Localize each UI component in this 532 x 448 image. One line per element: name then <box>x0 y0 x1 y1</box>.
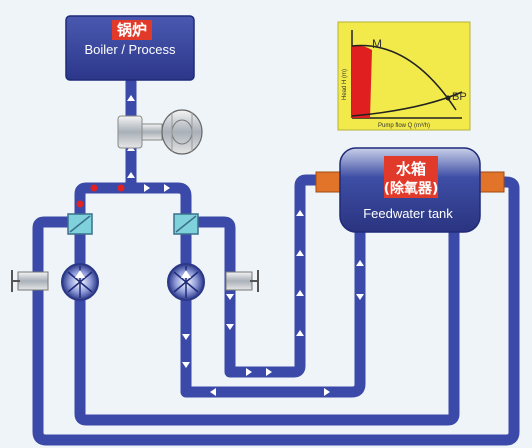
flow-arrow <box>296 250 304 256</box>
tank-flange-right <box>479 171 505 193</box>
pipe-inner-return <box>194 174 328 378</box>
sensor-dots <box>76 184 125 208</box>
boiler-title-en: Boiler / Process <box>84 42 176 57</box>
heat-exchanger-icon <box>173 213 199 235</box>
system-curve <box>351 91 463 117</box>
tank-subtitle-cn: (除氧器) <box>384 180 439 197</box>
head-curve <box>351 44 457 111</box>
flow-arrow <box>226 324 234 330</box>
y-axis-label: Head H (m) <box>342 69 348 100</box>
pump-icon <box>167 263 205 301</box>
flow-arrow <box>182 334 190 340</box>
flow-arrow <box>356 260 364 266</box>
pipe-outer-left <box>32 176 520 446</box>
bep-point <box>445 95 451 101</box>
feedwater-tank: 水箱 (除氧器) Feedwater tank <box>315 147 505 233</box>
flow-arrow <box>296 290 304 296</box>
pipe-top-header <box>74 182 192 228</box>
x-axis-label: Pump flow Q (m³/h) <box>378 123 430 129</box>
flow-arrows <box>127 95 364 396</box>
boiler-title-cn: 锅炉 <box>117 21 147 39</box>
flow-arrow <box>296 210 304 216</box>
sensor-dot <box>90 184 98 192</box>
pipe-left-bottom-loop <box>74 224 460 426</box>
valve-icon <box>11 270 49 292</box>
sensor-dot <box>117 184 125 192</box>
curve-red-region <box>352 45 372 118</box>
pump-curve-chart: M BP Head H (m) Pump flow Q (m³/h) <box>337 21 471 131</box>
pipe-mid-pump-line <box>180 206 366 398</box>
flow-arrow <box>127 172 135 178</box>
valve-icon <box>225 270 259 292</box>
flow-arrow <box>164 184 170 192</box>
pipe-network <box>32 76 520 446</box>
flow-arrow <box>182 362 190 368</box>
tank-title-en: Feedwater tank <box>363 206 453 221</box>
point-m-label: M <box>372 37 382 51</box>
flow-arrow <box>324 388 330 396</box>
heat-exchanger-icon <box>67 213 93 235</box>
flow-arrow <box>226 294 234 300</box>
flow-arrow <box>144 184 150 192</box>
sensor-dot <box>76 200 84 208</box>
flow-arrow <box>127 95 135 101</box>
flow-arrow <box>246 368 252 376</box>
flow-arrow <box>356 294 364 300</box>
flow-arrow <box>266 368 272 376</box>
flow-arrow <box>296 330 304 336</box>
boiler-box: 锅炉 Boiler / Process <box>65 15 195 81</box>
flow-arrow <box>210 388 216 396</box>
tank-flange-left <box>315 171 341 193</box>
pump-icon <box>61 263 99 301</box>
point-bp-label: BP <box>452 91 467 103</box>
tank-title-cn: 水箱 <box>396 160 426 178</box>
motor-icon <box>117 109 203 155</box>
